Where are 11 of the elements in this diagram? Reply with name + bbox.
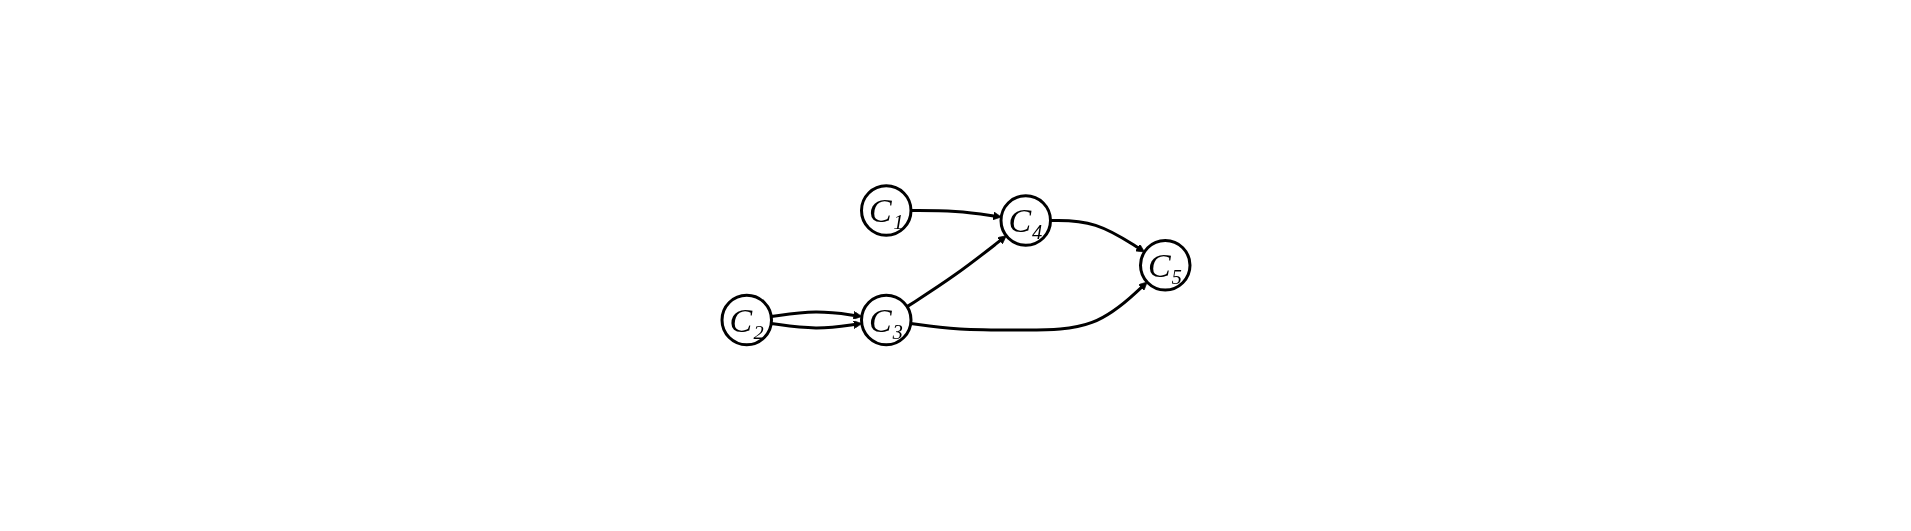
arrow	[770, 320, 862, 330]
arrow	[910, 281, 1147, 332]
arrow	[1050, 219, 1145, 253]
arrow	[910, 209, 1002, 221]
node-circle: C₁	[859, 184, 912, 237]
node-circle: C₃	[859, 294, 912, 347]
node-circle: C₂	[720, 294, 773, 347]
arrow	[905, 235, 1007, 309]
arrow	[770, 310, 862, 320]
node-circle: C₅	[1138, 239, 1191, 292]
node-circle: C₄	[999, 194, 1052, 247]
